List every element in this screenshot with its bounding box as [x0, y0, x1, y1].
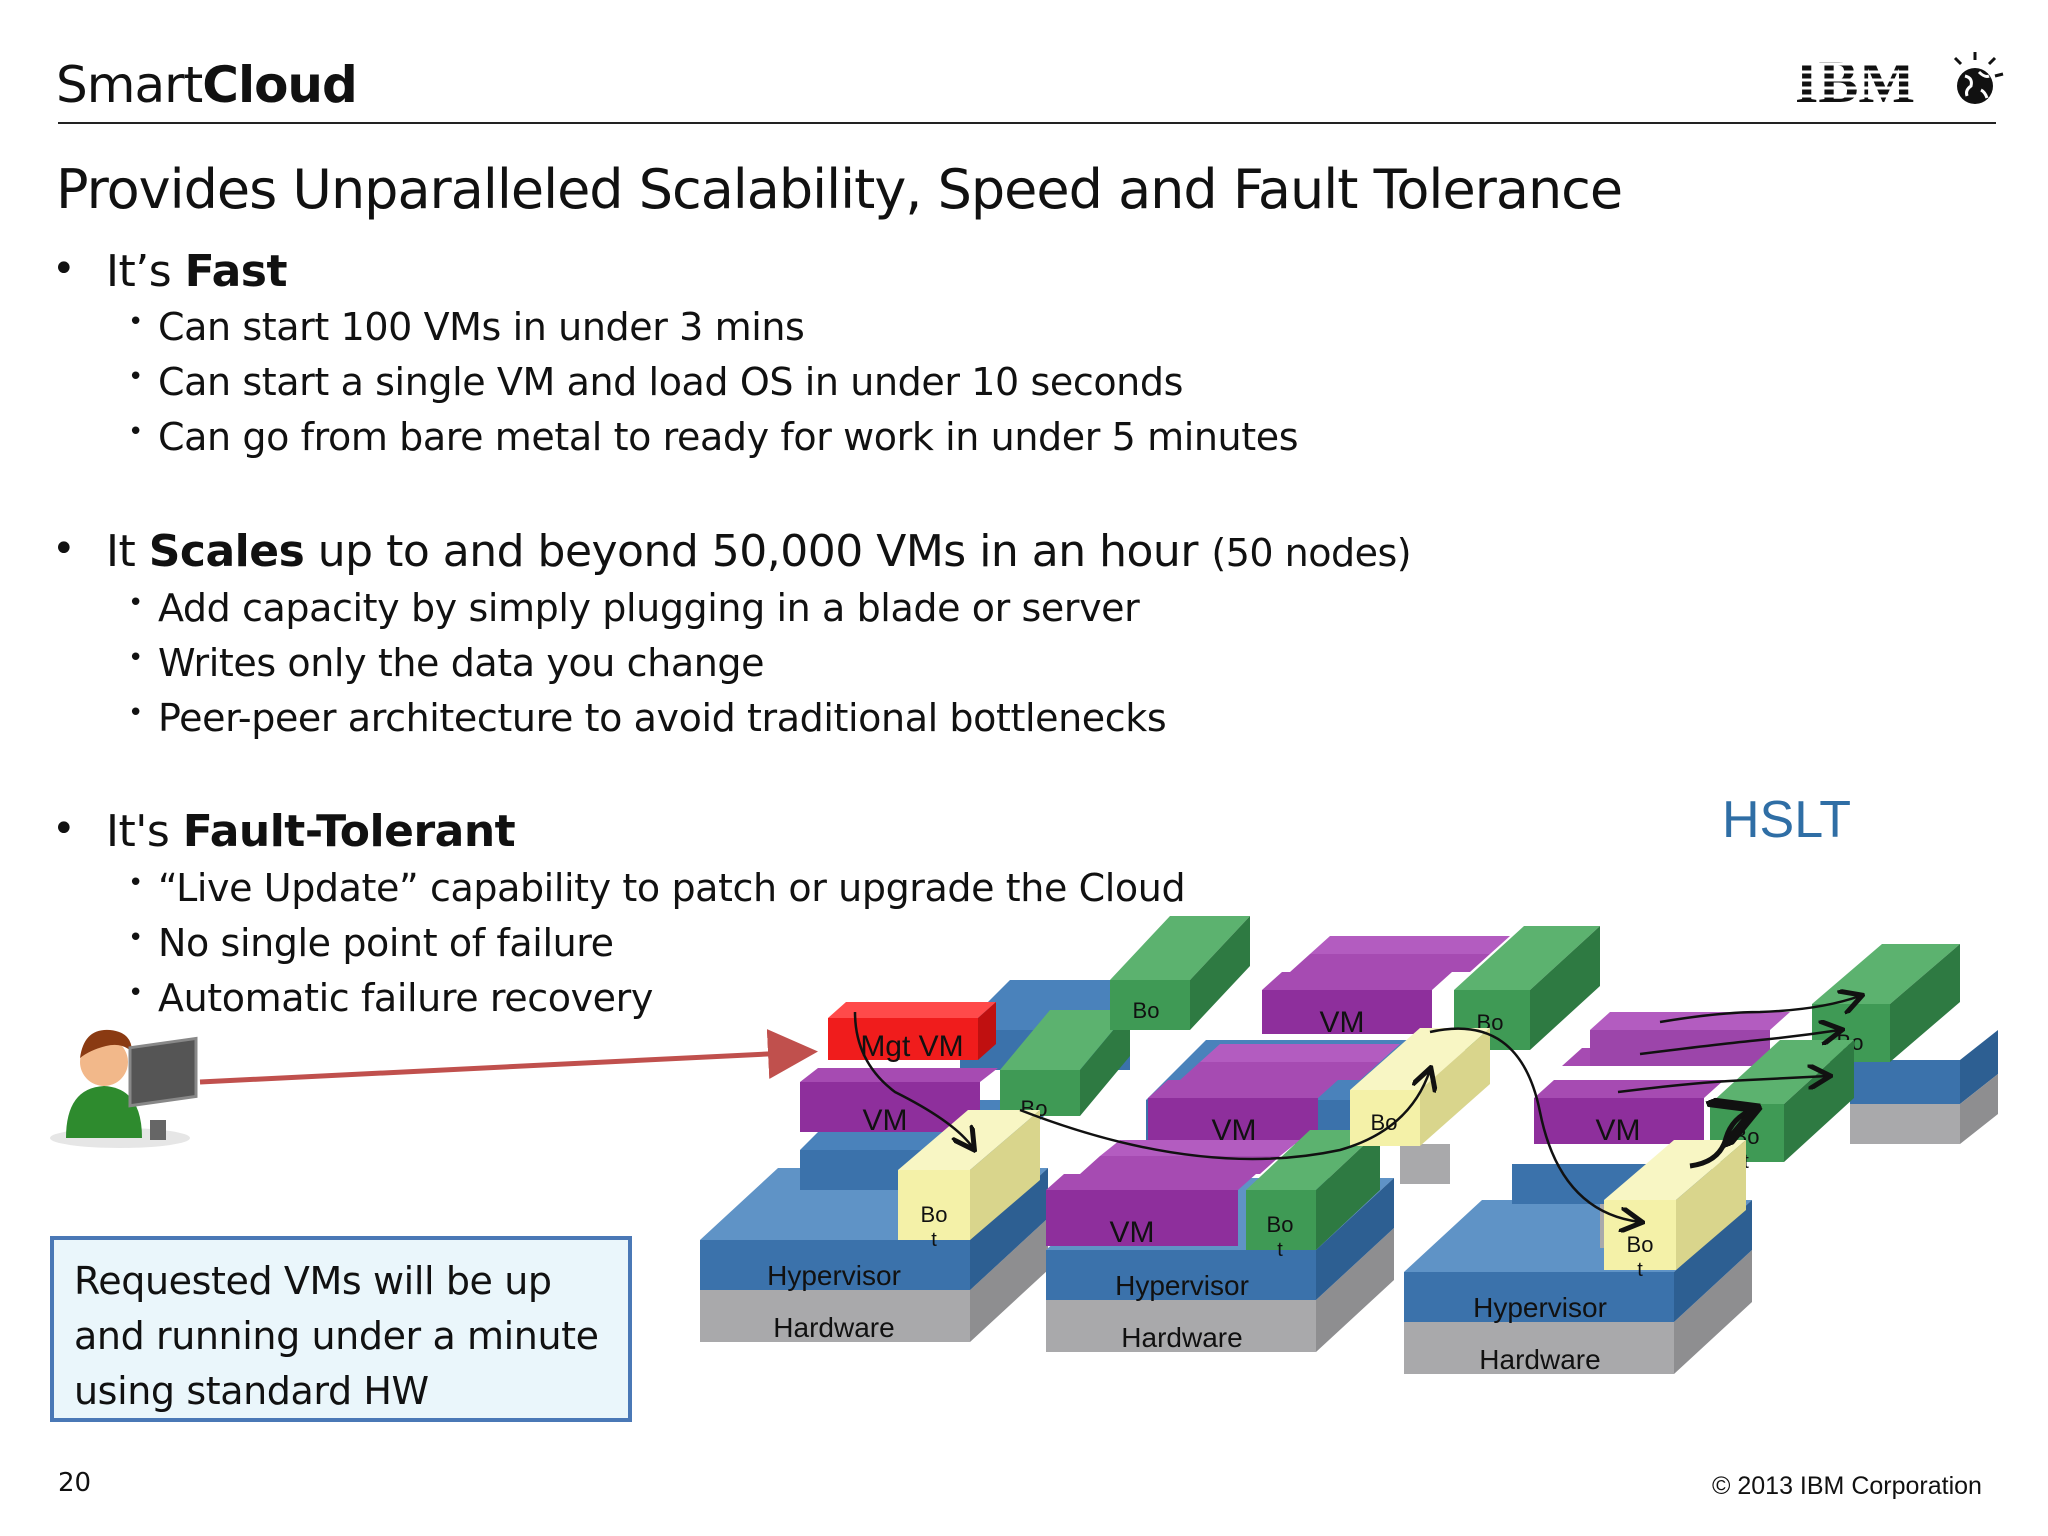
hardware-label: Hardware — [1121, 1322, 1242, 1353]
hardware-label: Hardware — [1479, 1344, 1600, 1375]
svg-text:t: t — [1743, 1151, 1749, 1173]
header-divider — [58, 122, 1996, 124]
boot-block — [1350, 1090, 1420, 1146]
slide-title: Provides Unparalleled Scalability, Speed… — [56, 158, 1623, 221]
bullet-fast-keyword: Fast — [184, 246, 288, 297]
node-2: Hypervisor Hardware VM VM Bo t VM Bo — [1046, 926, 1600, 1353]
hypervisor-label: Hypervisor — [1115, 1270, 1249, 1301]
mgt-vm-label: Mgt VM — [860, 1030, 963, 1063]
ibm-logo-text: IBM — [1795, 52, 1915, 112]
hypervisor-label: Hypervisor — [767, 1260, 901, 1291]
green-block — [1246, 1190, 1316, 1250]
vm-block — [1148, 1098, 1318, 1144]
copyright: © 2013 IBM Corporation — [1712, 1472, 1982, 1500]
hardware-block — [1404, 1322, 1674, 1374]
boot-block — [898, 1170, 970, 1240]
vm-label: VM — [1320, 1006, 1365, 1039]
diagram-label: HSLT — [1722, 791, 1852, 849]
callout-box: Requested VMs will be up and running und… — [50, 1236, 632, 1422]
svg-text:Bo: Bo — [1133, 998, 1160, 1023]
smartcloud-logo: SmartCloud — [56, 56, 358, 114]
green-block — [1000, 1070, 1080, 1116]
vm-block — [1534, 1098, 1704, 1144]
user-at-computer-icon — [50, 1029, 198, 1148]
vm-block — [1046, 1190, 1238, 1246]
hardware-block — [700, 1290, 970, 1342]
ibm-logo: IBM — [1795, 52, 2004, 112]
bullet-scales-keyword: Scales — [148, 526, 305, 577]
svg-text:Bo: Bo — [1627, 1232, 1654, 1257]
mgt-vm-block — [828, 1018, 978, 1060]
page-number: 20 — [58, 1468, 92, 1498]
hardware-block — [1046, 1300, 1316, 1352]
svg-text:Bo: Bo — [1267, 1212, 1294, 1237]
svg-text:Bo: Bo — [921, 1202, 948, 1227]
svg-text:t: t — [1637, 1259, 1643, 1281]
data-flow-arrows — [853, 996, 1860, 1222]
hardware-label: Hardware — [773, 1312, 894, 1343]
bullet-scales-note: (50 nodes) — [1211, 531, 1412, 575]
bullet-fault-keyword: Fault-Tolerant — [182, 806, 516, 857]
hypervisor-block — [1046, 1250, 1316, 1300]
hypervisor-block — [1404, 1272, 1674, 1322]
node-1: Hypervisor Hardware VM Mgt VM Bo Bo Bo t — [700, 916, 1250, 1343]
vm-block — [1262, 990, 1432, 1034]
request-arrow — [199, 1029, 818, 1085]
svg-text:t: t — [1277, 1239, 1283, 1261]
brand-bold: Cloud — [202, 56, 358, 114]
brand-light: Smart — [56, 56, 203, 114]
vm-label: VM — [1596, 1114, 1641, 1147]
hypervisor-label: Hypervisor — [1473, 1292, 1607, 1323]
globe-icon — [1953, 52, 2004, 104]
restart-arrow — [1689, 1110, 1752, 1169]
vm-label: VM — [1110, 1216, 1155, 1249]
svg-text:t: t — [931, 1229, 937, 1251]
vm-label: VM — [863, 1104, 908, 1137]
hypervisor-block — [700, 1240, 970, 1290]
